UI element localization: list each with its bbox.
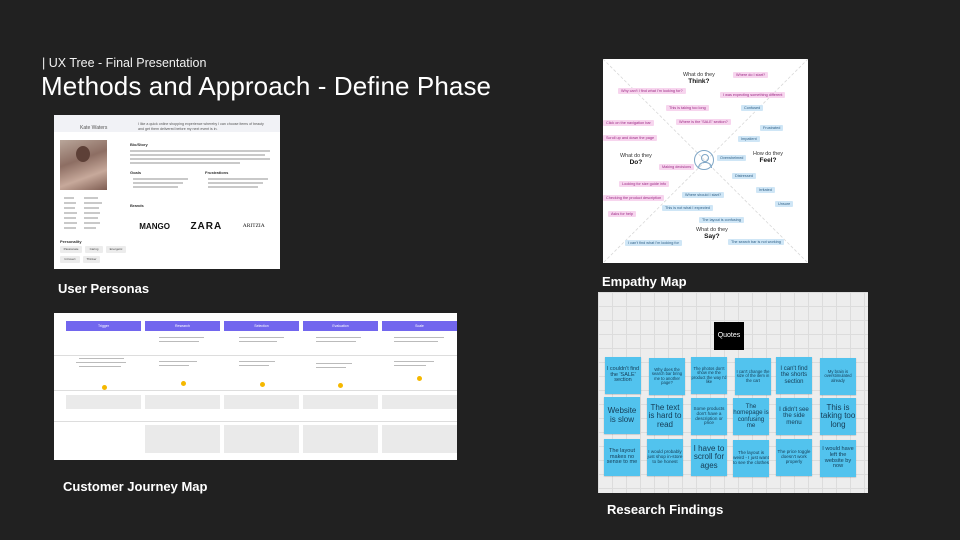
persona-brand-logos: MANGO ZARA ARITZIA	[129, 211, 275, 241]
quote-sticky-note: Some products don't have a description o…	[691, 398, 727, 435]
empathy-sticky: Asks for help	[608, 211, 636, 217]
empathy-sticky: Where should I start?	[682, 192, 725, 198]
empathy-sticky: Making decisions	[659, 164, 695, 170]
persona-section-frustrations: Frustrations	[205, 170, 229, 175]
persona-trait: Passionate	[60, 246, 82, 253]
quote-sticky-note: The text is hard to read	[647, 398, 683, 435]
quote-sticky-note: I can't change the size of the item in t…	[735, 358, 771, 395]
journey-phase: Evaluation	[303, 321, 378, 331]
journey-phase: Research	[145, 321, 220, 331]
brand-logo-zara: ZARA	[190, 220, 223, 232]
empathy-sticky: Distressed	[732, 173, 756, 179]
empathy-sticky: Where is the 'SALE' section?	[676, 119, 731, 125]
empathy-sticky: This is taking too long	[666, 105, 709, 111]
quote-sticky-note: This is taking too long	[820, 398, 856, 435]
quote-sticky-note: The photos don't show me the product the…	[691, 357, 727, 394]
empathy-sticky: I was expecting something different	[720, 92, 786, 98]
journey-phase: Scale	[382, 321, 457, 331]
persona-section-brands: Brands	[130, 203, 144, 208]
empathy-sticky: The layout is confusing	[699, 217, 744, 223]
empathy-sticky: This is not what I expected	[662, 205, 713, 211]
caption-empathy-map: Empathy Map	[602, 274, 687, 289]
empathy-sticky: Where do I start?	[733, 72, 769, 78]
persona-section-bio: Bio/Story	[130, 142, 148, 147]
empathy-sticky: Unsure	[775, 201, 794, 207]
empathy-sticky: Checking the product description	[603, 195, 665, 201]
persona-name: Kate Waters	[80, 125, 108, 131]
quote-sticky-note: Website is slow	[604, 397, 640, 434]
quotes-label: Quotes	[714, 322, 744, 350]
quote-sticky-note: I didn't see the side menu	[776, 398, 812, 435]
empathy-sticky: Click on the navigation bar	[603, 120, 654, 126]
slide-title: Methods and Approach - Define Phase	[41, 71, 492, 101]
journey-phase: Selection	[224, 321, 299, 331]
quote-sticky-note: I would have left the website by now	[820, 440, 856, 477]
empathy-sticky: Looking for size guide info	[619, 181, 670, 187]
persona-section-goals: Goals	[130, 170, 142, 175]
empathy-sticky: The search bar is not working	[728, 239, 784, 245]
journey-phase: Trigger	[66, 321, 141, 331]
persona-trait: Thinker	[83, 256, 100, 263]
quote-sticky-note: I can't find the shorts section	[776, 357, 812, 394]
caption-user-personas: User Personas	[58, 281, 150, 296]
customer-journey-map: Trigger Research Selection Evaluation Sc…	[54, 313, 457, 460]
empathy-sticky: Scroll up and down the page	[603, 135, 658, 141]
empathy-sticky: Overwhelmed	[717, 155, 747, 161]
research-findings-board: Quotes I couldn't find the 'SALE' sectio…	[598, 292, 868, 493]
quote-sticky-note: The homepage is confusing me	[733, 398, 769, 435]
quote-sticky-note: The price toggle doesn't work properly	[776, 439, 812, 476]
brand-logo-aritzia: ARITZIA	[242, 223, 265, 229]
persona-quote: I like a quick online shopping experienc…	[138, 122, 264, 131]
quote-sticky-note: Why does the search bar bring me to anot…	[649, 358, 685, 395]
caption-research-findings: Research Findings	[607, 502, 724, 517]
empathy-sticky: Impatient	[738, 136, 760, 142]
quote-sticky-note: I would probably just shop in-store to b…	[647, 439, 683, 476]
persona-trait: Introvert	[60, 256, 80, 263]
user-persona-card: Kate Waters I like a quick online shoppi…	[54, 115, 280, 269]
empathy-sticky: Irritated	[756, 187, 775, 193]
empathy-sticky: I can't find what I'm looking for	[625, 240, 682, 246]
empathy-sticky: Confused	[741, 105, 764, 111]
quote-sticky-note: I have to scroll for ages	[691, 439, 727, 476]
quote-sticky-note: The layout is weird - I just want to see…	[733, 440, 769, 477]
persona-section-personality: Personality	[60, 239, 82, 244]
quote-sticky-note: I couldn't find the 'SALE' section	[605, 357, 641, 394]
persona-header	[54, 115, 280, 132]
user-avatar-icon	[694, 150, 714, 170]
persona-photo	[60, 140, 107, 190]
empathy-sticky: Frustrated	[760, 125, 784, 131]
empathy-sticky: Why can't I find what I'm looking for?	[618, 88, 686, 94]
quote-sticky-note: The layout makes no sense to me	[604, 439, 640, 476]
presentation-subtitle: | UX Tree - Final Presentation	[42, 56, 207, 70]
persona-trait: Caring	[85, 246, 103, 253]
persona-trait: Energetic	[106, 246, 126, 253]
quote-sticky-note: My brain is overstimulated already	[820, 358, 856, 395]
empathy-map-diagonals	[603, 59, 808, 263]
brand-logo-mango: MANGO	[139, 221, 170, 231]
caption-customer-journey-map: Customer Journey Map	[63, 479, 208, 494]
